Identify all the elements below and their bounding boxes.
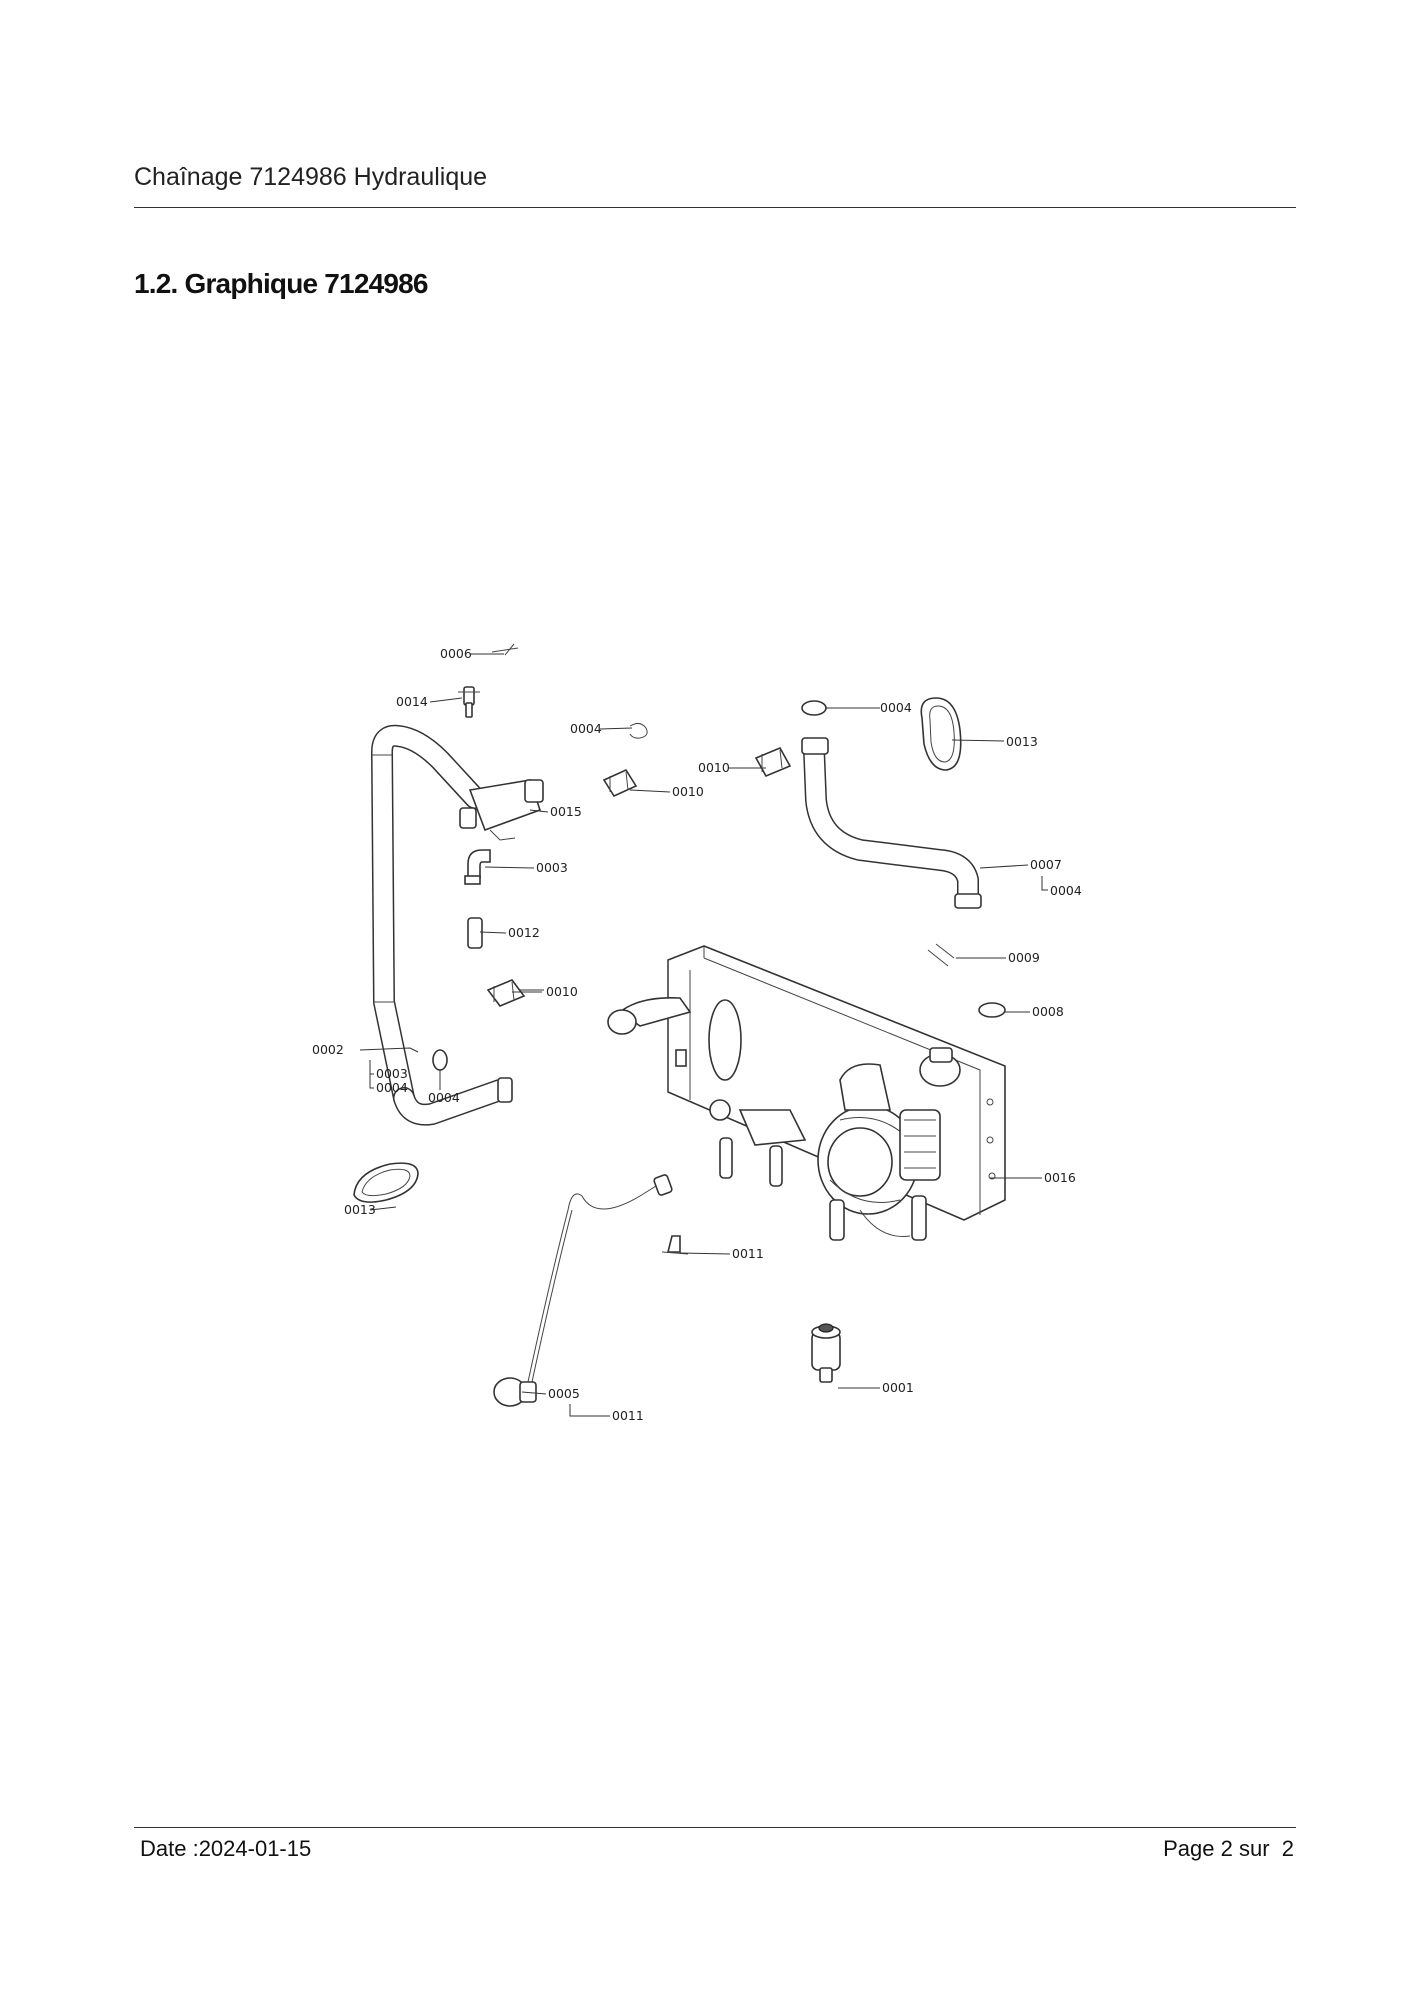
section-title: 1.2. Graphique 7124986 [134, 268, 428, 299]
callout-0013-lower: 0013 [344, 1202, 376, 1217]
part-0004-ring-mid [629, 722, 648, 739]
part-0007-pipe [801, 737, 982, 909]
callout-0003-elbow: 0003 [536, 860, 568, 875]
document-header-title: Chaînage 7124986 Hydraulique [134, 163, 488, 191]
callout-0009: 0009 [1008, 950, 1040, 965]
part-0001-air-vent [811, 1323, 841, 1383]
callout-0006: 0006 [440, 646, 472, 661]
leader-lines [359, 653, 1048, 1417]
callout-0004-top: 0004 [880, 700, 912, 715]
part-0010-clip-upper [754, 746, 792, 778]
exploded-view-svg: 0006 0014 0004 0004 0013 0010 0010 0015 … [312, 643, 1082, 1423]
callout-0012: 0012 [508, 925, 540, 940]
part-0008-ring [978, 1002, 1006, 1018]
part-0012-tube [467, 917, 483, 949]
part-0009-pin [927, 943, 955, 967]
footer-date: Date :2024-01-15 [140, 1836, 312, 1861]
callout-0011-sub: 0011 [612, 1408, 644, 1423]
header-divider [134, 207, 1296, 208]
part-0015-manifold [459, 779, 544, 841]
part-0011-valve [661, 1235, 689, 1255]
callout-0014: 0014 [396, 694, 428, 709]
part-0014-valve [458, 686, 480, 718]
callout-0001: 0001 [882, 1380, 914, 1395]
callout-0004-ring: 0004 [428, 1090, 460, 1105]
callout-0007: 0007 [1030, 857, 1062, 872]
callout-0016: 0016 [1044, 1170, 1076, 1185]
callout-0015: 0015 [550, 804, 582, 819]
footer-page-number: Page 2 sur 2 [1163, 1836, 1294, 1861]
footer-divider [134, 1827, 1296, 1828]
callout-0011-valve: 0011 [732, 1246, 764, 1261]
callout-0010-upper: 0010 [698, 760, 730, 775]
part-0004-ring-lower [432, 1049, 448, 1071]
callout-0004-right: 0004 [1050, 883, 1082, 898]
part-0006-pin [491, 643, 519, 656]
part-0005-sensor-cable [493, 1174, 673, 1407]
callout-0010-mid: 0010 [672, 784, 704, 799]
part-0016-main-frame [607, 945, 1006, 1241]
callout-0010-lower: 0010 [546, 984, 578, 999]
part-0003-elbow [464, 849, 491, 885]
callout-0004-mid: 0004 [570, 721, 602, 736]
callout-0003-sub: 0003 [376, 1066, 408, 1081]
callout-0004-sub: 0004 [376, 1080, 408, 1095]
part-0004-ring-top [801, 700, 827, 716]
part-0013-gasket-upper [920, 697, 962, 771]
part-0002-pipe [371, 724, 513, 1126]
callout-labels: 0006 0014 0004 0004 0013 0010 0010 0015 … [312, 646, 1082, 1423]
exploded-parts-diagram: 0006 0014 0004 0004 0013 0010 0010 0015 … [300, 640, 1160, 1440]
callout-0013-upper: 0013 [1006, 734, 1038, 749]
part-0013-gasket-lower [353, 1162, 419, 1203]
part-0010-clip-left [486, 979, 526, 1007]
part-0010-clip-mid [602, 768, 638, 798]
callout-0005: 0005 [548, 1386, 580, 1401]
callout-0008: 0008 [1032, 1004, 1064, 1019]
callout-0002: 0002 [312, 1042, 344, 1057]
